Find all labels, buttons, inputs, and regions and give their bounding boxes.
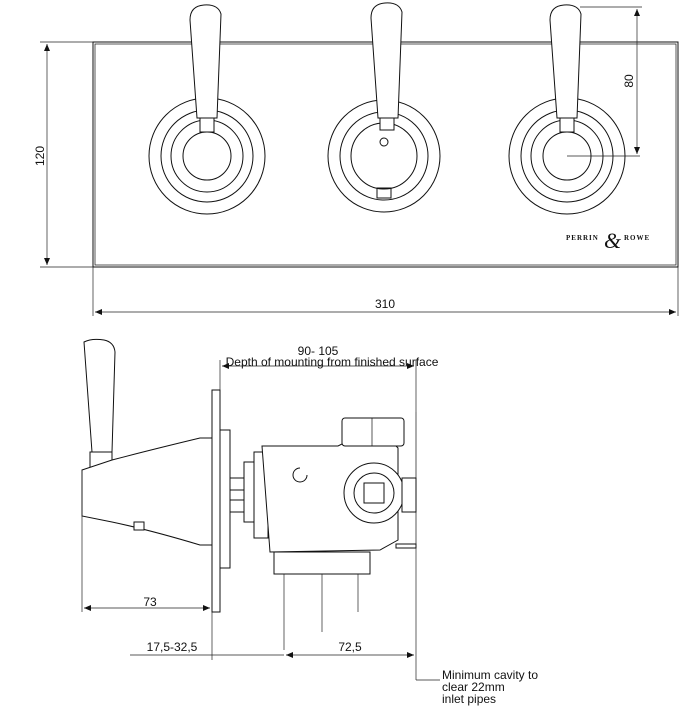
- offset-dim-label: 17,5-32,5: [147, 640, 198, 654]
- bottom-union: [273, 551, 371, 575]
- side-faceplate: [211, 389, 221, 613]
- side-view: 90- 105 Depth of mounting from finished …: [81, 338, 538, 706]
- lever-collar: [559, 117, 575, 133]
- top-union-nut: [341, 417, 405, 447]
- wall-flange: [219, 429, 231, 569]
- outlet-square: [363, 482, 385, 504]
- lever-handle: [549, 4, 582, 119]
- c-mark: [292, 467, 308, 483]
- indicator-dot: [379, 137, 389, 147]
- valve-middle: [327, 2, 441, 213]
- outlet-bore: [353, 472, 395, 514]
- handle-dim-label: 73: [143, 595, 157, 609]
- outlet-cap: [401, 477, 417, 513]
- front-view: PERRIN & ROWE 120 310 80: [33, 2, 679, 316]
- escutcheon-inner: [350, 122, 418, 190]
- lever-handle: [189, 4, 222, 119]
- valve-left: [148, 4, 266, 215]
- grub-screw: [133, 521, 145, 531]
- brand-left: PERRIN: [566, 234, 599, 242]
- note-line-3: inlet pipes: [442, 692, 496, 706]
- stem-nut: [243, 461, 255, 523]
- side-lever: [83, 338, 116, 453]
- height-dim-label: 120: [33, 146, 47, 166]
- valve-right: [508, 4, 640, 215]
- mounting-bracket: [395, 543, 417, 549]
- body-dim-label: 72,5: [338, 640, 362, 654]
- spindle-cap: [182, 131, 232, 181]
- lever-collar: [379, 117, 395, 131]
- brand-ampersand: &: [604, 228, 622, 253]
- width-dim-label: 310: [375, 297, 395, 311]
- depth-range-label: 90- 105: [298, 344, 339, 358]
- note-line-1: Minimum cavity to: [442, 668, 538, 682]
- note-line-2: clear 22mm: [442, 680, 505, 694]
- brand-right: ROWE: [624, 234, 650, 242]
- lever-dim-label: 80: [622, 74, 636, 88]
- depth-caption: Depth of mounting from finished surface: [226, 355, 439, 369]
- lever-base-tab: [376, 187, 392, 199]
- lever-collar: [199, 117, 215, 133]
- brand-logo: PERRIN & ROWE: [566, 228, 650, 253]
- lever-handle: [370, 2, 403, 119]
- outlet-nut: [343, 462, 405, 524]
